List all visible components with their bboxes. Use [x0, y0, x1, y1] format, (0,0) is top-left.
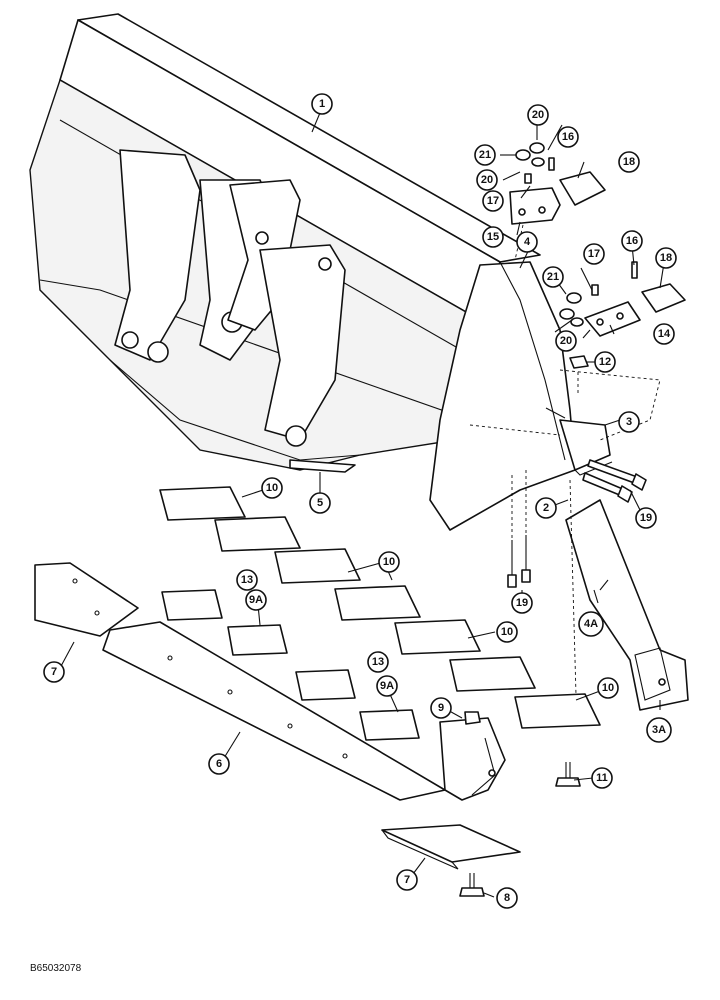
- callout-10-a: 10: [261, 477, 283, 499]
- svg-text:9A: 9A: [249, 594, 263, 606]
- callout-19-a: 19: [511, 592, 533, 614]
- callout-10-d: 10: [597, 677, 619, 699]
- svg-text:3A: 3A: [652, 724, 666, 736]
- svg-text:15: 15: [487, 231, 499, 243]
- svg-text:8: 8: [504, 892, 510, 904]
- figure-code: B65032078: [30, 963, 82, 974]
- svg-text:19: 19: [640, 512, 652, 524]
- callout-20-lower: 20: [555, 330, 577, 352]
- svg-text:9A: 9A: [380, 680, 394, 692]
- svg-text:17: 17: [487, 195, 499, 207]
- callout-12: 12: [594, 351, 616, 373]
- callout-7-lower: 7: [396, 869, 418, 891]
- svg-text:18: 18: [623, 156, 635, 168]
- callout-17-top: 17: [482, 190, 504, 212]
- svg-text:3: 3: [626, 416, 632, 428]
- svg-text:16: 16: [562, 131, 574, 143]
- svg-text:5: 5: [317, 497, 323, 509]
- callout-16-lower: 16: [621, 230, 643, 252]
- svg-text:17: 17: [588, 248, 600, 260]
- callout-15: 15: [482, 226, 504, 248]
- callout-1: 1: [311, 93, 333, 115]
- svg-text:16: 16: [626, 235, 638, 247]
- callout-5: 5: [309, 492, 331, 514]
- callout-11: 11: [591, 767, 613, 789]
- callout-3: 3: [618, 411, 640, 433]
- callout-10-c: 10: [496, 621, 518, 643]
- vertical-bolts: [507, 470, 531, 588]
- cutting-edges: [34, 562, 521, 870]
- callout-13-upper: 13: [236, 569, 258, 591]
- callout-21-lower: 21: [542, 266, 564, 288]
- svg-text:10: 10: [501, 626, 513, 638]
- wear-plates-10: [159, 486, 601, 729]
- svg-text:13: 13: [241, 574, 253, 586]
- bolt-11: [555, 762, 581, 787]
- callout-20-mid: 20: [476, 169, 498, 191]
- svg-text:4: 4: [524, 236, 531, 248]
- svg-text:11: 11: [596, 772, 608, 784]
- callout-6: 6: [208, 753, 230, 775]
- callout-18-lower: 18: [655, 247, 677, 269]
- callout-20-top: 20: [527, 104, 549, 126]
- svg-text:21: 21: [547, 271, 559, 283]
- callout-9A-lower: 9A: [376, 675, 398, 697]
- callout-9A-upper: 9A: [245, 589, 267, 611]
- callout-3A: 3A: [646, 717, 672, 743]
- svg-text:20: 20: [532, 109, 544, 121]
- bucket-assembly: [29, 13, 661, 531]
- svg-text:20: 20: [481, 174, 493, 186]
- shims-9a: [161, 589, 420, 741]
- bolt-8: [459, 873, 485, 897]
- side-cutter: [565, 479, 689, 711]
- callout-7-left: 7: [43, 661, 65, 683]
- callout-21-top: 21: [474, 144, 496, 166]
- svg-text:1: 1: [319, 98, 325, 110]
- svg-text:18: 18: [660, 252, 672, 264]
- callout-19-b: 19: [635, 507, 657, 529]
- svg-text:7: 7: [51, 666, 57, 678]
- svg-text:10: 10: [266, 482, 278, 494]
- svg-text:10: 10: [383, 556, 395, 568]
- svg-text:6: 6: [216, 758, 222, 770]
- callout-13-lower: 13: [367, 651, 389, 673]
- callout-14: 14: [653, 323, 675, 345]
- svg-text:20: 20: [560, 335, 572, 347]
- svg-text:12: 12: [599, 356, 611, 368]
- svg-text:4A: 4A: [584, 618, 598, 630]
- svg-text:19: 19: [516, 597, 528, 609]
- svg-text:10: 10: [602, 682, 614, 694]
- svg-text:21: 21: [479, 149, 491, 161]
- svg-text:14: 14: [658, 328, 671, 340]
- end-bit-block: [439, 711, 506, 801]
- callout-2: 2: [535, 497, 557, 519]
- svg-text:2: 2: [543, 502, 549, 514]
- svg-text:13: 13: [372, 656, 384, 668]
- callout-10-b: 10: [378, 551, 400, 573]
- callout-18-top: 18: [618, 151, 640, 173]
- callout-4: 4: [516, 231, 538, 253]
- svg-text:7: 7: [404, 874, 410, 886]
- svg-text:9: 9: [438, 702, 444, 714]
- callout-9: 9: [430, 697, 452, 719]
- upper-hardware: [509, 142, 686, 395]
- callout-8: 8: [496, 887, 518, 909]
- callout-17-lower: 17: [583, 243, 605, 265]
- angled-bolts: [582, 459, 647, 503]
- callout-4A: 4A: [578, 611, 604, 637]
- callout-16-top: 16: [557, 126, 579, 148]
